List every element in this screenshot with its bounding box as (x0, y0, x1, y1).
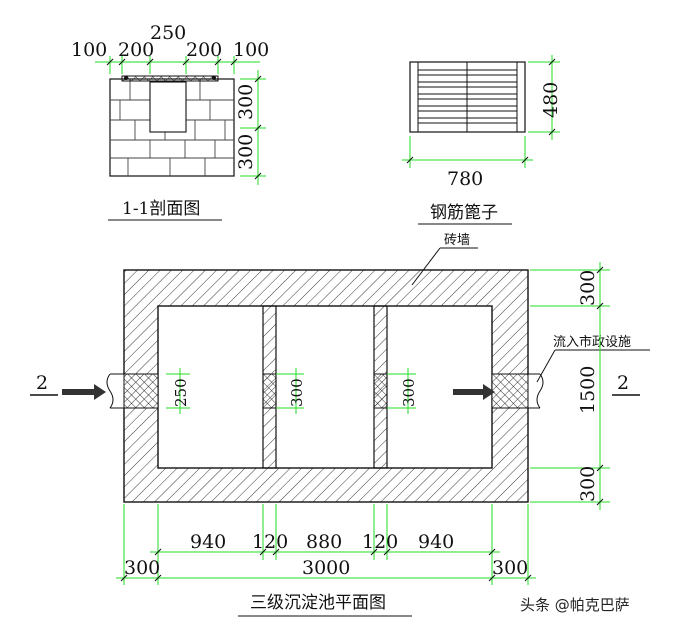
section-dim-300-lower: 300 (235, 134, 257, 170)
plan-right-dim-top: 300 (577, 270, 599, 306)
section-dim-300-upper: 300 (235, 84, 257, 120)
section-dim-ticks (106, 58, 262, 180)
inlet-opening-dim: 250 (172, 378, 190, 407)
section-dim-250: 250 (150, 22, 186, 44)
section-mark-right: 2 (617, 372, 629, 394)
section-dim-100-right: 100 (233, 39, 269, 61)
partition-opening-1 (262, 373, 277, 409)
partition-dim-2: 120 (362, 531, 398, 553)
partition-dim-1: 120 (252, 531, 288, 553)
section-opening (149, 81, 187, 133)
partition-opening-dim-2: 300 (400, 378, 418, 407)
plan-view: 2 2 砖墙 流入市政设施 250 300 300 (30, 233, 650, 617)
grate-view: 480 780 钢筋篦子 (402, 55, 562, 225)
plan-right-dim-bottom: 300 (577, 466, 599, 502)
overall-dim-total: 3000 (302, 557, 350, 579)
outlet-flow-arrow (453, 384, 495, 400)
opening-dimension-lines (166, 368, 416, 414)
grate-bars (417, 62, 518, 132)
section-top-dimension-lines (95, 56, 266, 185)
partition-opening-dim-1: 300 (288, 378, 306, 407)
outlet-pipe (491, 373, 529, 409)
section-view: 100 200 250 200 100 300 300 1-1剖面图 (71, 22, 269, 221)
inlet-flow-arrow (62, 384, 106, 400)
partition-opening-2 (373, 373, 388, 409)
overall-dim-right: 300 (492, 557, 528, 579)
section-dim-200-right: 200 (186, 39, 222, 61)
section-dim-200-left: 200 (118, 39, 154, 61)
section-caption: 1-1剖面图 (122, 199, 200, 219)
chamber-dim-2: 880 (306, 531, 342, 553)
grate-width-dim: 780 (447, 168, 483, 190)
chamber-dim-1: 940 (190, 531, 226, 553)
plan-bottom-dimension-lines (116, 504, 536, 585)
inlet-pipe (123, 373, 159, 409)
outlet-break-line (536, 373, 544, 409)
outlet-label: 流入市政设施 (553, 334, 631, 350)
plan-right-dim-middle: 1500 (577, 366, 599, 414)
overall-dim-left: 300 (124, 557, 160, 579)
watermark: 头条 @帕克巴萨 (520, 596, 630, 614)
plan-title: 三级沉淀池平面图 (250, 593, 386, 613)
grate-caption: 钢筋篦子 (430, 203, 498, 223)
wall-label: 砖墙 (444, 233, 470, 248)
section-dim-100-left: 100 (71, 39, 107, 61)
grate-height-dim: 480 (540, 82, 562, 118)
section-grate (121, 75, 219, 82)
section-mark-left: 2 (36, 372, 48, 394)
inlet-break-line (106, 373, 114, 409)
grate-dimension-lines (402, 55, 560, 168)
plan-outer-wall (124, 270, 528, 502)
chamber-dim-3: 940 (418, 531, 454, 553)
